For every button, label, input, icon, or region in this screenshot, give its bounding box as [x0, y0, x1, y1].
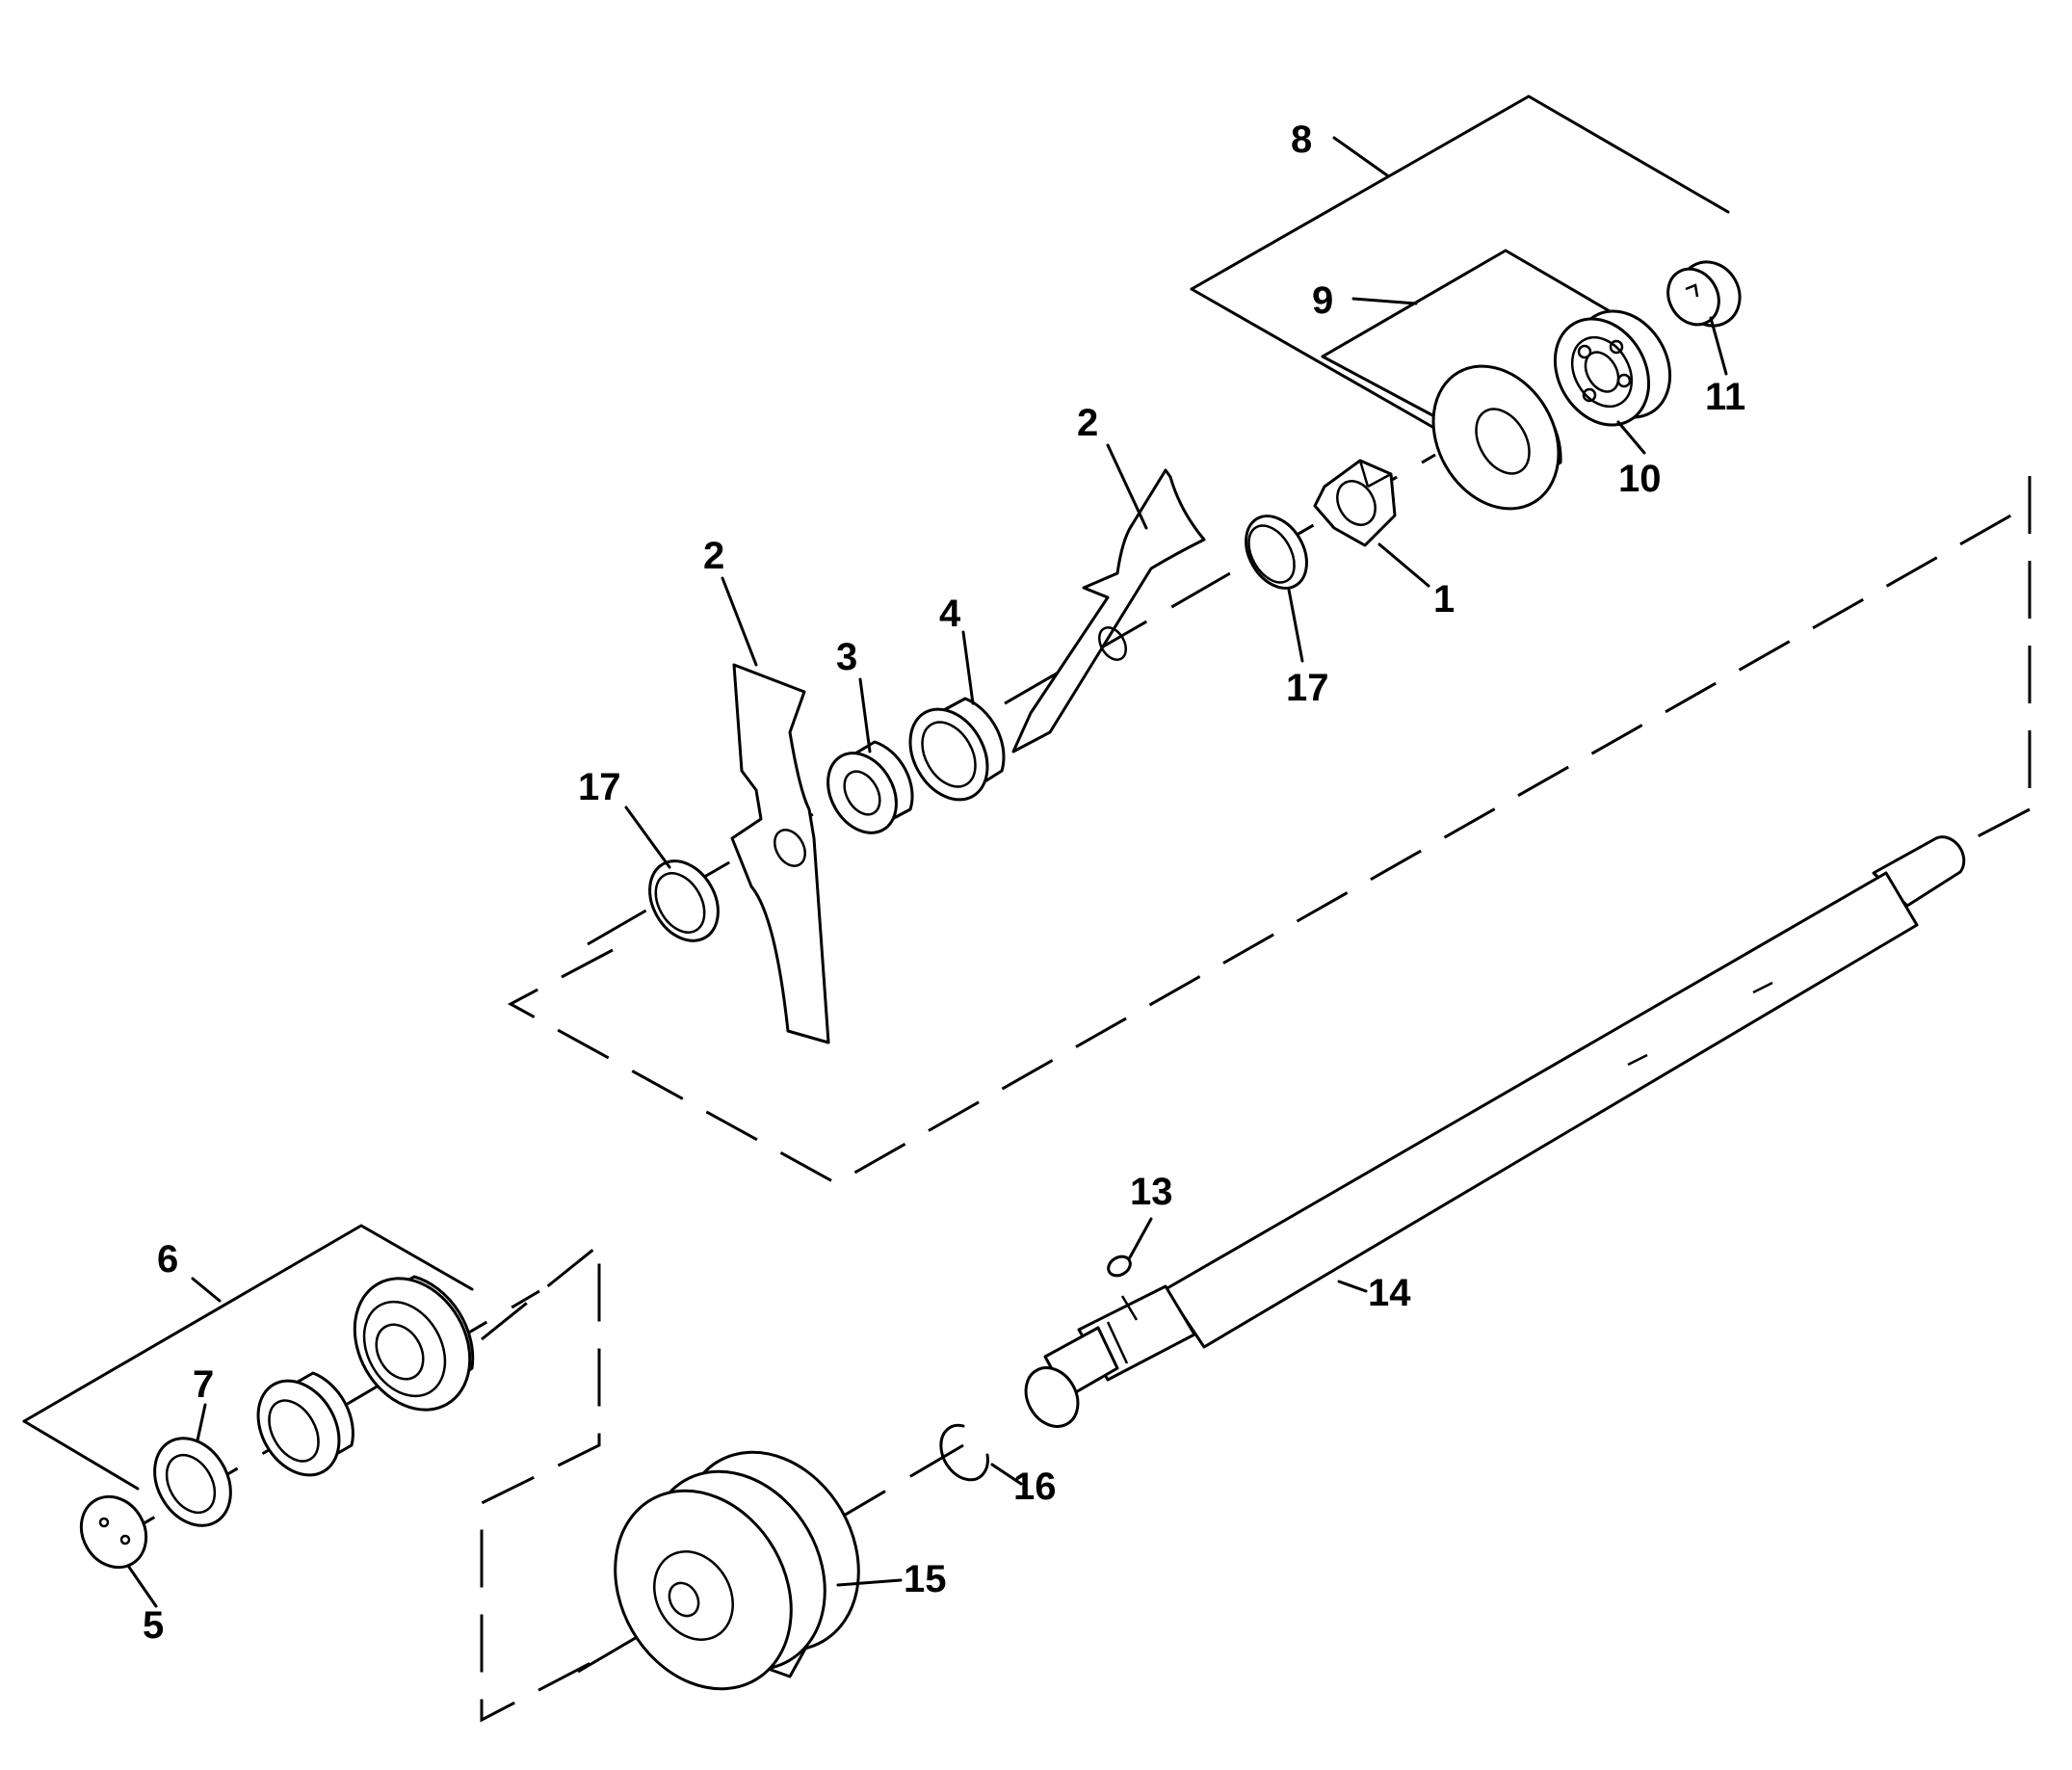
part-15-pulley — [614, 1450, 860, 1691]
kit-bracket-8 — [1190, 94, 1730, 433]
lower-assembly-boundary — [480, 1241, 601, 1723]
part-10-bearing — [1553, 309, 1672, 427]
callout-17-left: 17 — [578, 766, 621, 808]
part-1-hex-nut — [1313, 459, 1397, 547]
part-2-blade-left — [730, 663, 830, 1044]
callout-2-left: 2 — [703, 535, 724, 577]
upper-assembly-boundary — [507, 476, 2032, 1185]
callout-6: 6 — [157, 1238, 178, 1281]
callout-16: 16 — [1013, 1466, 1057, 1508]
part-13-key — [1107, 1255, 1132, 1278]
callout-4: 4 — [939, 593, 961, 635]
part-5-cap — [79, 1494, 148, 1570]
part-14-shaft — [1024, 835, 1966, 1428]
part-11-cap — [1666, 260, 1742, 328]
kit-bracket-9 — [1321, 249, 1623, 418]
part-2-blade-right — [1011, 468, 1206, 753]
callout-11: 11 — [1705, 376, 1745, 418]
callout-2-right: 2 — [1077, 402, 1098, 444]
callout-labels: 8 9 11 10 1 17 2 2 4 3 17 6 7 5 13 14 16… — [143, 119, 1745, 1647]
callout-1: 1 — [1433, 578, 1455, 621]
callout-15: 15 — [904, 1558, 947, 1600]
part-6-bushing — [256, 1371, 354, 1477]
part-3-spacer — [826, 740, 914, 834]
part-7-snap-ring — [153, 1437, 232, 1527]
callout-10: 10 — [1618, 458, 1662, 500]
part-6-housing — [353, 1275, 475, 1412]
part-17-washer-right — [1245, 515, 1308, 590]
callout-9: 9 — [1312, 279, 1333, 322]
callout-5: 5 — [143, 1604, 164, 1647]
callout-3: 3 — [836, 636, 857, 678]
kit-bracket-6 — [22, 1224, 474, 1491]
callout-7: 7 — [193, 1363, 214, 1406]
callout-14: 14 — [1368, 1272, 1411, 1314]
leader-lines — [126, 136, 1728, 1608]
callout-13: 13 — [1130, 1171, 1173, 1213]
callout-17-right: 17 — [1286, 667, 1329, 709]
part-16-ring — [939, 1423, 989, 1482]
part-17-washer-left — [648, 859, 720, 942]
callout-8: 8 — [1291, 119, 1312, 161]
part-9-housing — [1431, 364, 1562, 511]
